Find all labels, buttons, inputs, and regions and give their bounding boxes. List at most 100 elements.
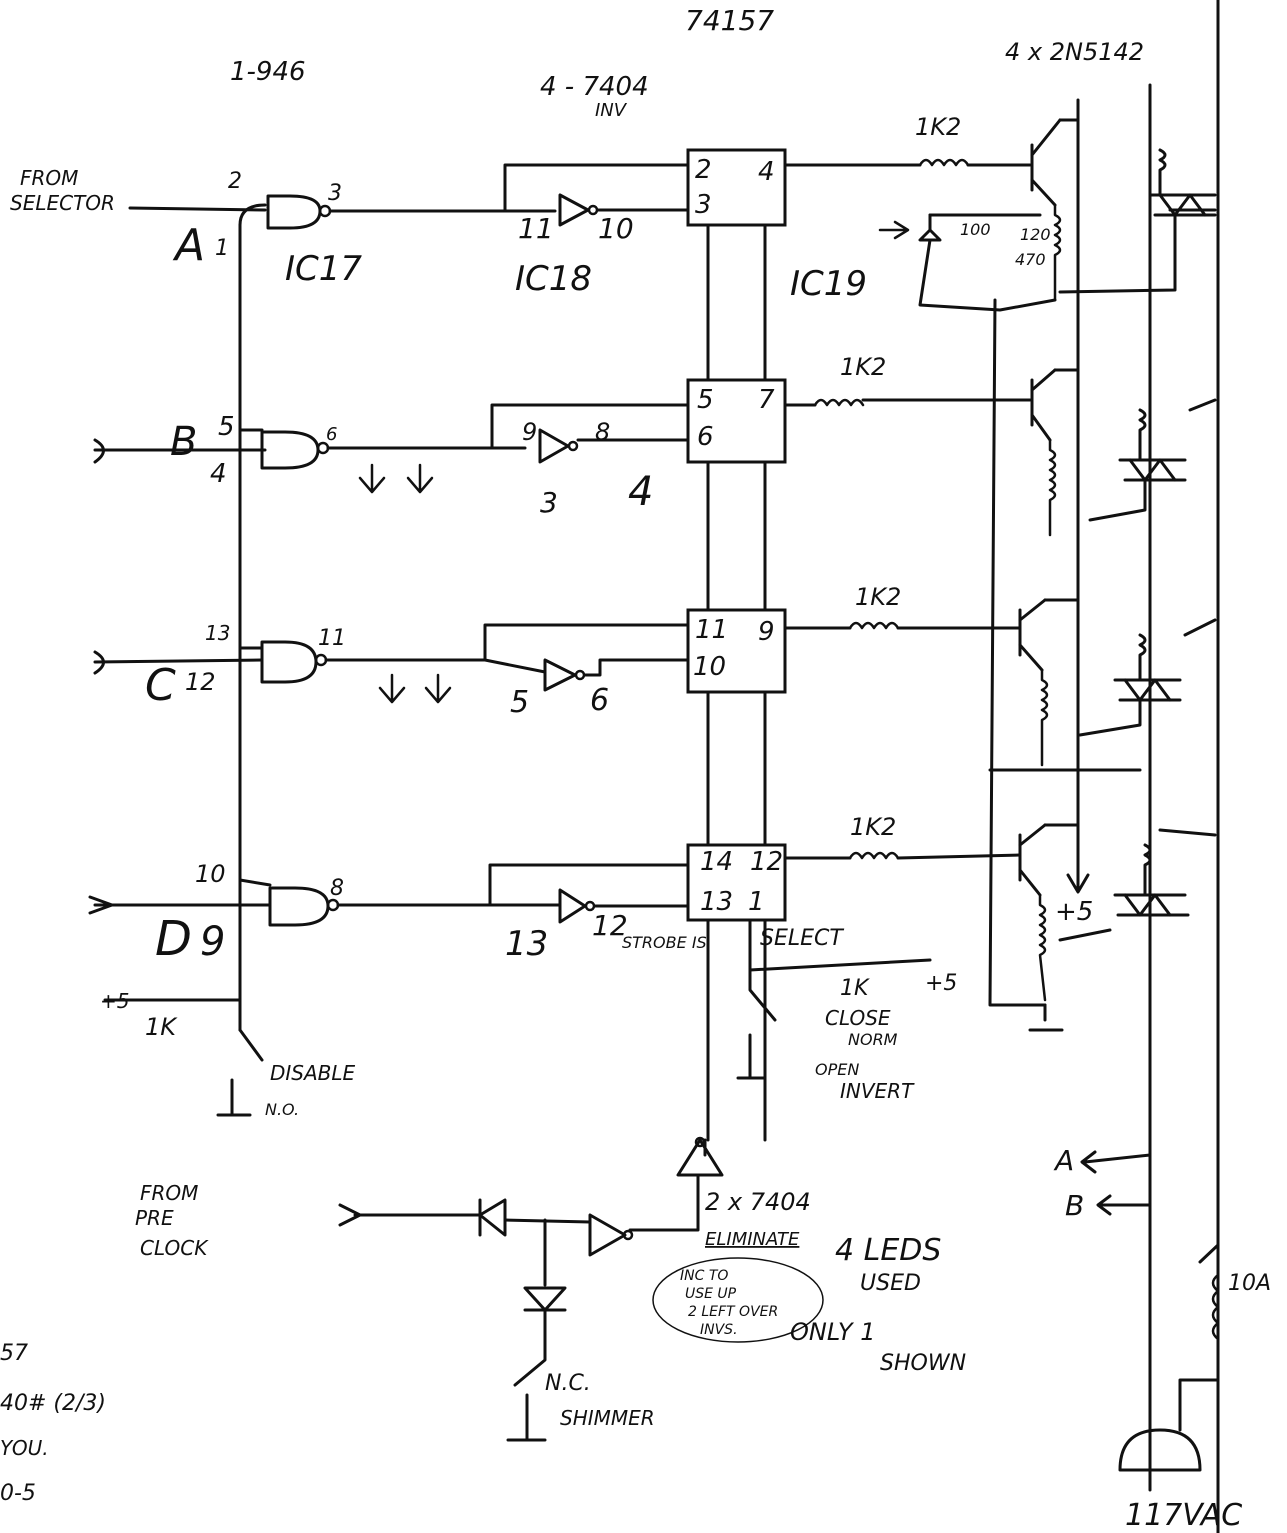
- triac-2: [1118, 458, 1187, 482]
- open-label: OPEN: [815, 1060, 859, 1079]
- ic19-part-label: 74157: [685, 4, 774, 37]
- only-shown-label-1: ONLY 1: [790, 1318, 875, 1346]
- ic18-sub-label: INV: [595, 100, 628, 121]
- pin-i2-out-b: 4: [628, 469, 653, 515]
- pin-g1-in: 2: [228, 169, 242, 194]
- res-470-label: 470: [1015, 250, 1046, 269]
- pin-i2-in-b: 3: [540, 486, 558, 519]
- shimmer-label: SHIMMER: [560, 1406, 655, 1430]
- input-a-label: A: [172, 220, 205, 271]
- res-1k2-b-label: 1K2: [840, 353, 886, 381]
- pin-g2-in: 5: [218, 412, 235, 442]
- nc-label: N.C.: [545, 1371, 591, 1396]
- pin-m3-y: 9: [758, 617, 775, 647]
- pin-i3-in: 5: [510, 685, 529, 720]
- note-line-2: USE UP: [685, 1286, 737, 1302]
- from-selector-label-2: SELECTOR: [10, 191, 115, 215]
- pin-m1-a: 2: [695, 155, 712, 185]
- res-1k-disable-label: 1K: [145, 1013, 178, 1041]
- pin-g2-in2: 4: [210, 459, 227, 489]
- transistor-4: [1018, 823, 1047, 897]
- disable-label: DISABLE: [270, 1061, 356, 1085]
- margin-note-2: 40# (2/3): [0, 1391, 106, 1416]
- mux-section-1: [686, 148, 787, 227]
- ic17-part-label: 1-946: [230, 57, 306, 87]
- pin-m3-a: 11: [695, 615, 728, 645]
- res-120-label: 120: [1020, 225, 1051, 244]
- note-line-4: INVS.: [700, 1322, 738, 1338]
- mux-section-4: [686, 843, 787, 922]
- norm-label: NORM: [848, 1030, 898, 1049]
- strobe-inverter: [676, 1136, 724, 1177]
- no-label: N.O.: [265, 1100, 299, 1119]
- nand-gate-3: [260, 640, 328, 684]
- nand-gate-1: [266, 194, 332, 230]
- mux-section-3: [686, 608, 787, 694]
- pin-i4-in: 13: [505, 924, 548, 964]
- pin-m4-y: 12: [750, 847, 783, 877]
- pin-m4-b: 13: [700, 887, 733, 917]
- res-1k2-c-label: 1K2: [855, 583, 901, 611]
- from-selector-label-1: FROM: [20, 166, 78, 190]
- pin-m2-a: 5: [697, 385, 714, 415]
- leds-used-label-1: 4 LEDS: [835, 1233, 941, 1268]
- pin-g4-in: 10: [195, 860, 226, 888]
- transistor-1: [1030, 118, 1062, 207]
- mux-section-2: [686, 378, 787, 464]
- pin-i3-out: 6: [590, 683, 609, 718]
- from-pre-label-3: CLOCK: [140, 1236, 209, 1260]
- pin-g2-out: 6: [326, 424, 337, 445]
- pin-g1-in2: 1: [215, 236, 229, 261]
- close-label: CLOSE: [825, 1006, 891, 1030]
- nand-gate-4: [268, 886, 340, 927]
- note-line-1: INC TO: [680, 1268, 728, 1284]
- ic18-part-label: 4 - 7404: [540, 72, 649, 102]
- ic17-label: IC17: [285, 249, 362, 289]
- pin-m1-y: 4: [758, 157, 775, 187]
- pin-g1-out: 3: [328, 181, 342, 206]
- input-b-label: B: [170, 419, 197, 465]
- note-line-3: 2 LEFT OVER: [688, 1304, 778, 1320]
- res-1k2-d-label: 1K2: [850, 813, 896, 841]
- res-1k2-a-label: 1K2: [915, 113, 961, 141]
- pin-m4-a: 14: [700, 847, 733, 877]
- triac-3: [1113, 678, 1182, 702]
- plus5-disable-label: +5: [100, 989, 129, 1013]
- note-scribble: INC TO USE UP 2 LEFT OVER INVS.: [652, 1257, 824, 1343]
- pin-m2-y: 7: [758, 385, 775, 415]
- inverter-3: [543, 658, 586, 692]
- triac-1: [1148, 193, 1217, 217]
- ic19-label: IC19: [790, 264, 867, 304]
- output-b-label: B: [1065, 1189, 1084, 1222]
- nand-gate-2: [260, 430, 330, 470]
- plus5-select-label: +5: [925, 971, 957, 996]
- res-100-label: 100: [960, 220, 991, 239]
- pin-g3-out: 11: [318, 626, 346, 651]
- pin-i1-out: 10: [598, 212, 634, 245]
- margin-note-1: 57: [0, 1341, 28, 1366]
- output-a-label: A: [1053, 1144, 1074, 1177]
- from-pre-label-2: PRE: [135, 1206, 174, 1230]
- pin-m1-b: 3: [695, 190, 712, 220]
- only-shown-label-2: SHOWN: [880, 1351, 966, 1376]
- pin-i1-in: 11: [518, 212, 554, 245]
- inverter-1: [558, 193, 599, 227]
- select-label: SELECT: [760, 926, 844, 951]
- pin-i2-in: 9: [522, 418, 537, 446]
- pin-g4-in2: 9: [200, 919, 225, 965]
- pin-g3-in: 13: [205, 621, 230, 645]
- transistor-2: [1030, 368, 1057, 442]
- input-d-label: D: [155, 911, 192, 967]
- input-c-label: C: [145, 660, 176, 711]
- shimmer-inverter: [588, 1213, 634, 1257]
- transistor-part-label: 4 x 2N5142: [1005, 38, 1144, 66]
- fuse-label: 10A: [1228, 1271, 1271, 1296]
- diode-shimmer: [523, 1286, 567, 1312]
- ic18-label: IC18: [515, 259, 592, 299]
- pin-g3-in2: 12: [185, 668, 216, 696]
- pin-m3-b: 10: [693, 652, 726, 682]
- invert-label: INVERT: [840, 1079, 915, 1103]
- eliminate-label: ELIMINATE: [705, 1229, 800, 1250]
- pin-m4-s: 1: [748, 887, 765, 917]
